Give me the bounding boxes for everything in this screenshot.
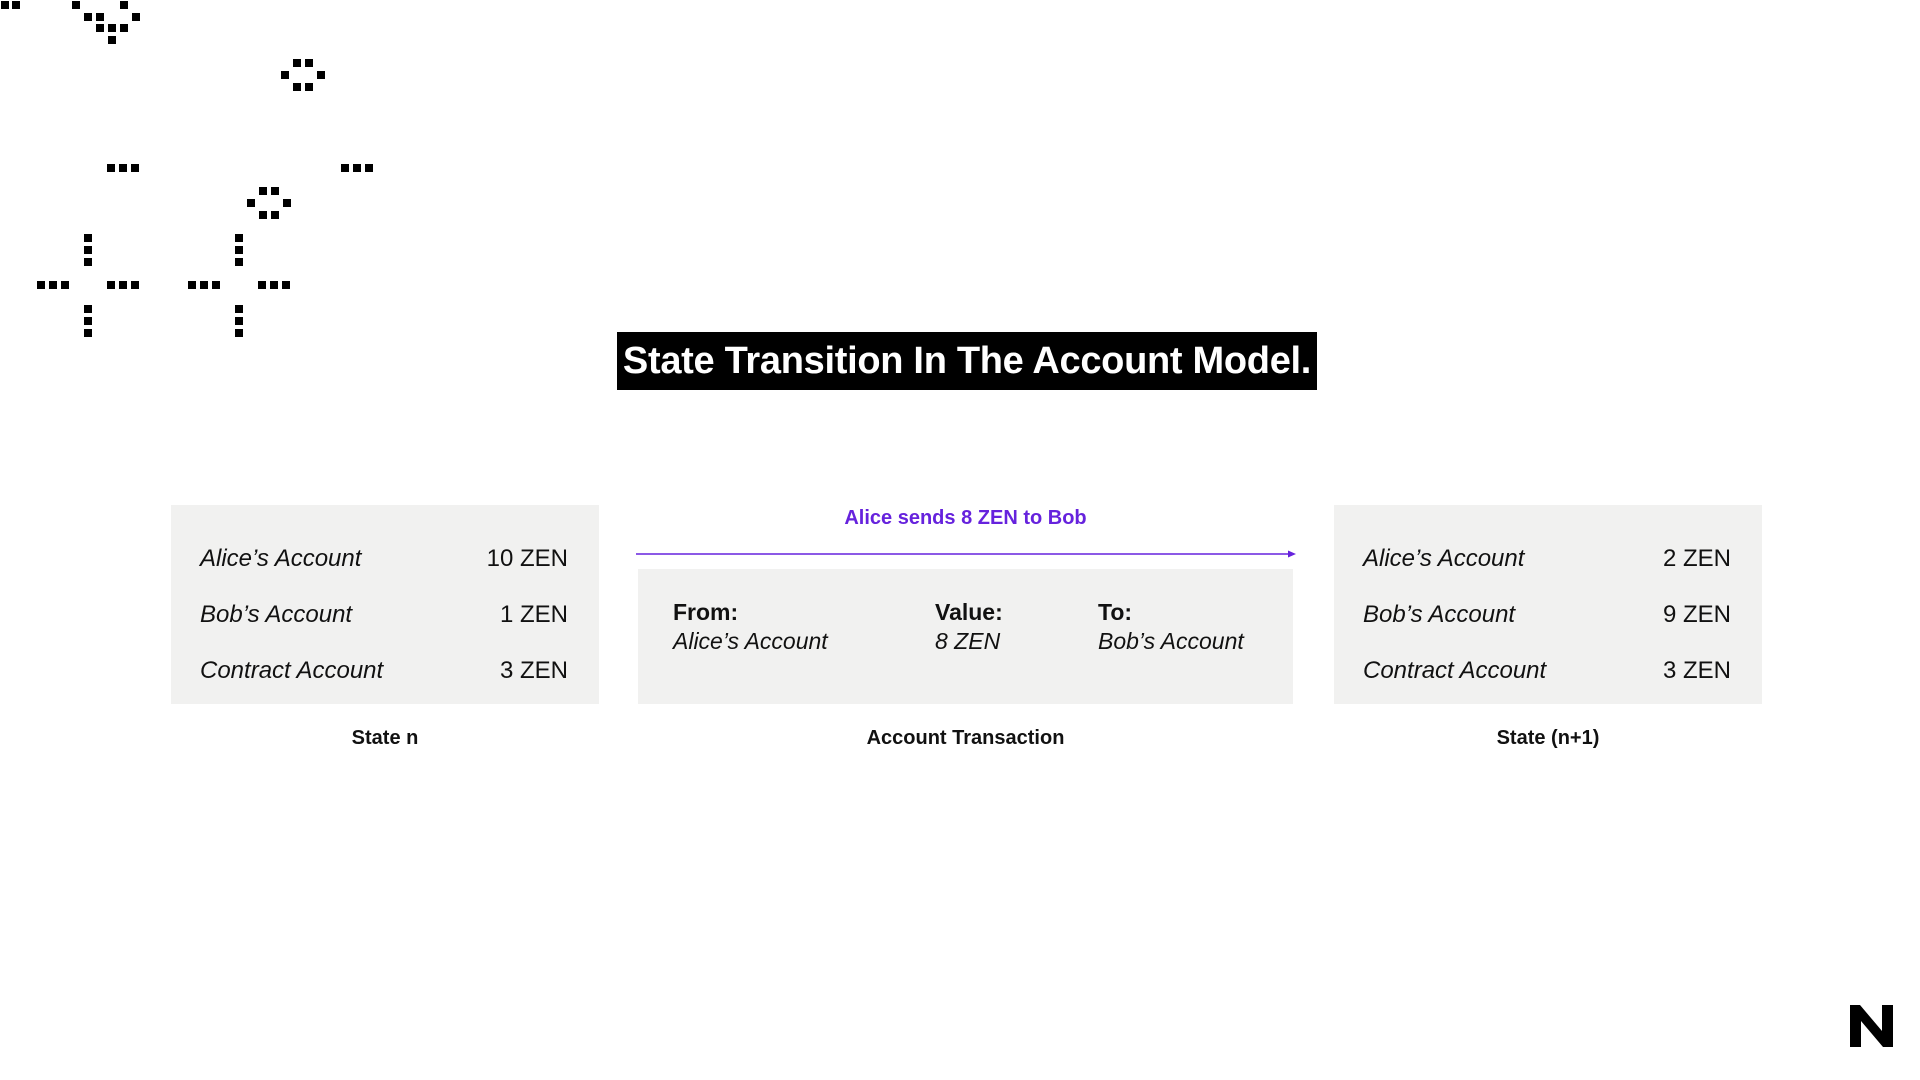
state-n-card: Alice’s Account 10 ZEN Bob’s Account 1 Z…: [171, 505, 599, 704]
account-name: Bob’s Account: [200, 601, 353, 628]
account-balance: 3 ZEN: [1662, 657, 1731, 684]
account-name: Alice’s Account: [200, 545, 362, 572]
state-n1-card: Alice’s Account 2 ZEN Bob’s Account 9 ZE…: [1334, 505, 1762, 704]
transaction-card: From: Alice’s Account Value: 8 ZEN To: B…: [638, 569, 1293, 704]
value-value: 8 ZEN: [935, 628, 1001, 654]
to-value: Bob’s Account: [1098, 628, 1244, 654]
account-balance: 10 ZEN: [486, 545, 568, 572]
diagram-title: State Transition In The Account Model.: [617, 332, 1317, 390]
state-n-row: Bob’s Account 1 ZEN: [200, 587, 568, 643]
account-balance: 3 ZEN: [499, 657, 568, 684]
state-n1-row: Alice’s Account 2 ZEN: [1363, 531, 1731, 587]
account-name: Bob’s Account: [1363, 601, 1516, 628]
account-name: Alice’s Account: [1363, 545, 1525, 572]
account-balance: 9 ZEN: [1662, 601, 1731, 628]
transaction-arrow-label: Alice sends 8 ZEN to Bob: [844, 507, 1087, 529]
pixel-art-decoration: [1, 1, 373, 337]
to-field: To: Bob’s Account: [1098, 598, 1244, 656]
value-field: Value: 8 ZEN: [935, 598, 1003, 656]
account-balance: 1 ZEN: [499, 601, 568, 628]
to-label: To:: [1098, 599, 1133, 625]
state-n1-row: Bob’s Account 9 ZEN: [1363, 587, 1731, 643]
account-name: Contract Account: [200, 657, 384, 684]
brand-logo-icon: [1850, 1005, 1893, 1047]
transaction-caption: Account Transaction: [866, 727, 1065, 749]
state-n-row: Alice’s Account 10 ZEN: [200, 531, 568, 587]
from-field: From: Alice’s Account: [673, 598, 828, 656]
arrow-right-icon: [636, 550, 1296, 558]
state-n-caption: State n: [351, 727, 419, 749]
account-balance: 2 ZEN: [1662, 545, 1731, 572]
state-n-row: Contract Account 3 ZEN: [200, 643, 568, 699]
from-value: Alice’s Account: [673, 628, 828, 654]
value-label: Value:: [935, 599, 1003, 625]
from-label: From:: [673, 599, 739, 625]
state-n1-caption: State (n+1): [1496, 727, 1600, 749]
state-n1-row: Contract Account 3 ZEN: [1363, 643, 1731, 699]
account-name: Contract Account: [1363, 657, 1547, 684]
